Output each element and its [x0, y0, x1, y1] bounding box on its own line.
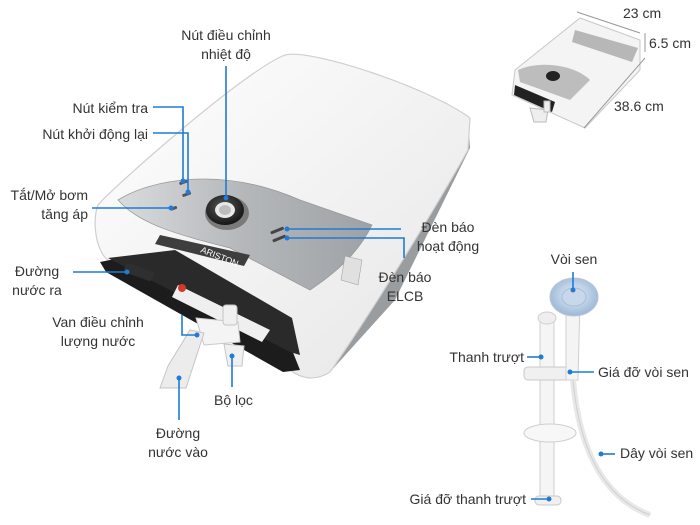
slide-bar: [539, 317, 555, 503]
label-elcb: Đèn báo ELCB: [370, 268, 440, 306]
water-heater: ARISTON: [94, 53, 471, 389]
label-shower-holder: Giá đỡ vòi sen: [598, 364, 689, 380]
shower-holder: [523, 366, 571, 381]
dimension-height: 38.6 cm: [614, 98, 664, 114]
label-reset-button: Nút khởi động lại: [42, 126, 148, 142]
dim-line-width: [576, 11, 641, 34]
label-filter: Bộ lọc: [214, 392, 253, 408]
callout-test: [153, 106, 184, 181]
rating-sticker: [340, 255, 363, 286]
label-water-in: Đường nước vào: [136, 424, 220, 462]
water-out-pipe: [124, 263, 154, 281]
label-indicator-line1: Đèn báo: [421, 219, 475, 235]
soap-dish: [523, 423, 577, 443]
callout-dots: [124, 178, 604, 502]
inlet-pipe: [222, 304, 238, 326]
label-elcb-line2: ELCB: [386, 288, 424, 304]
label-temp-knob: Nút điều chỉnh nhiệt độ: [166, 26, 286, 64]
label-water-out: Đường nước ra: [2, 262, 72, 300]
control-panel: [117, 178, 373, 291]
label-test-button: Nút kiểm tra: [72, 100, 148, 116]
label-water-out-line1: Đường: [14, 263, 60, 279]
valve-handle: [159, 329, 205, 389]
shower-set: [523, 277, 652, 518]
indicator-light: [270, 226, 284, 235]
callout-reset: [153, 132, 189, 192]
label-water-out-line2: nước ra: [12, 282, 62, 298]
mini-panel: [518, 64, 590, 100]
label-bar-holder: Giá đỡ thanh trượt: [409, 491, 526, 507]
elcb-light: [272, 234, 286, 243]
dimension-view: [511, 11, 646, 129]
label-elcb-line1: Đèn báo: [378, 269, 432, 285]
callout-valve: [181, 315, 197, 336]
warning-sticker: [172, 285, 270, 342]
label-slide-bar: Thanh trượt: [449, 349, 524, 365]
dimension-width: 23 cm: [623, 5, 662, 21]
dim-line-height: [583, 57, 646, 129]
label-water-in-line1: Đường: [155, 425, 201, 441]
label-indicator: Đèn báo hoạt động: [405, 218, 491, 256]
label-hose: Dây vòi sen: [620, 445, 694, 461]
label-water-in-line2: nước vào: [148, 444, 208, 460]
label-temp-knob-line1: Nút điều chỉnh: [181, 27, 271, 43]
label-valve-line2: lượng nước: [60, 333, 136, 349]
label-shower-head: Vòi sen: [550, 251, 598, 267]
label-pump: Tắt/Mở bơm tăng áp: [0, 186, 88, 224]
label-pump-line2: tăng áp: [41, 206, 88, 222]
callout-elcb: [287, 237, 405, 258]
heater-bottom: [100, 256, 300, 372]
label-indicator-line2: hoạt động: [416, 238, 480, 254]
label-pump-line1: Tắt/Mở bơm: [10, 187, 88, 203]
label-valve: Van điều chỉnh lượng nước: [38, 313, 158, 351]
dimension-depth: 6.5 cm: [649, 35, 692, 51]
brand-strip: [155, 235, 250, 266]
callouts: [73, 66, 615, 500]
label-temp-knob-line2: nhiệt độ: [201, 46, 251, 62]
label-valve-line1: Van điều chỉnh: [52, 314, 144, 330]
